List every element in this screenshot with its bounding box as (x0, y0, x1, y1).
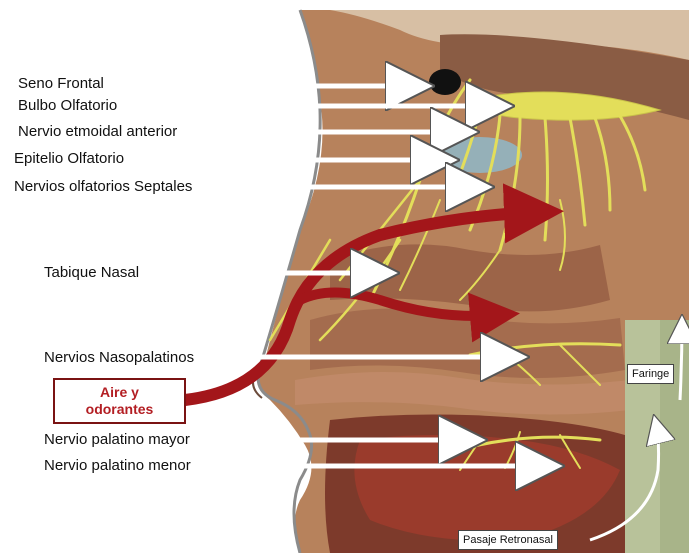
label-faringe: Faringe (627, 364, 674, 384)
airflow-label-box: Aire y odorantes (53, 378, 186, 424)
olfactory-epithelium (438, 137, 522, 173)
label-nervios-septales: Nervios olfatorios Septales (14, 178, 192, 196)
label-tabique-nasal: Tabique Nasal (44, 264, 139, 282)
label-nervio-palatino-menor: Nervio palatino menor (44, 457, 191, 475)
label-pasaje-retronasal: Pasaje Retronasal (458, 530, 558, 550)
label-nervio-etmoidal: Nervio etmoidal anterior (18, 123, 177, 141)
label-seno-frontal: Seno Frontal (18, 75, 104, 93)
airflow-label-line2: odorantes (55, 401, 184, 418)
airflow-label-line1: Aire y (55, 384, 184, 401)
label-bulbo-olfatorio: Bulbo Olfatorio (18, 97, 117, 115)
label-nervio-palatino-mayor: Nervio palatino mayor (44, 431, 190, 449)
label-epitelio-olfatorio: Epitelio Olfatorio (14, 150, 124, 168)
frontal-sinus (429, 69, 461, 95)
label-nervios-nasopalatinos: Nervios Nasopalatinos (44, 349, 194, 367)
